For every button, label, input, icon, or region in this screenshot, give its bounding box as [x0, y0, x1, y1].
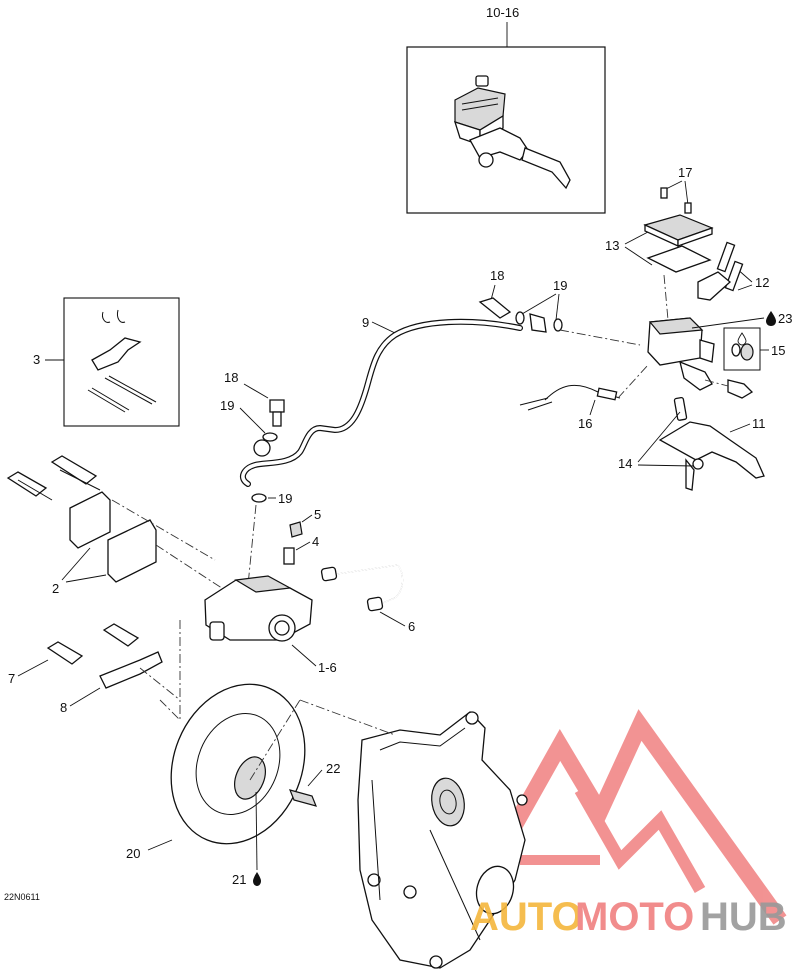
brake-hose-group: 9	[239, 315, 523, 487]
watermark-text: AUTO MOTO HUB	[470, 895, 787, 939]
callout-8: 8	[60, 700, 67, 715]
callout-20: 20	[126, 846, 140, 861]
line-fitting-lower	[366, 596, 384, 612]
callout-14: 14	[618, 456, 632, 471]
watermark-moto: MOTO	[575, 895, 694, 939]
bracket-bolt-upper	[102, 623, 140, 647]
callout-4: 4	[312, 534, 319, 549]
callout-13-group: 13	[605, 214, 714, 321]
caliper-group: 1-6	[204, 575, 337, 675]
callout-17-group: 17	[660, 165, 692, 214]
callout-19-mid: 19	[220, 398, 234, 413]
brake-disc	[170, 683, 306, 845]
brake-pad-inner	[107, 519, 157, 583]
master-cylinder-assembly-box	[406, 46, 606, 214]
sealing-washer-top-2	[553, 318, 563, 332]
retaining-clip-1	[102, 311, 111, 323]
chaincase-housing	[357, 711, 528, 969]
water-drop-icon	[737, 332, 747, 346]
callout-10-16-group: 10-16	[406, 5, 606, 214]
drawing-code: 22N0611	[4, 892, 40, 902]
callout-3-group: 3	[33, 297, 180, 427]
brake-lever	[658, 421, 765, 479]
callout-16-group: 16	[519, 364, 649, 431]
brake-line-group: 6	[320, 564, 415, 634]
bleeder-valve	[283, 547, 295, 565]
brake-lever-group: 11 14	[618, 396, 766, 491]
clamp-screw-lower	[724, 260, 744, 292]
callout-10-16: 10-16	[486, 5, 519, 20]
master-cylinder-assembly	[454, 75, 571, 190]
watermark-logo	[463, 709, 787, 925]
sealing-washer-top-1	[515, 311, 525, 325]
sealing-washer-low	[251, 493, 267, 503]
handlebar-clamp	[697, 271, 731, 301]
callout-9: 9	[362, 315, 369, 330]
callout-18-left: 18	[224, 370, 238, 385]
brake-light-switch	[596, 387, 618, 401]
callout-21: 21	[232, 872, 246, 887]
reservoir-diaphragm	[646, 245, 712, 273]
master-cylinder-group: 23 15	[647, 311, 792, 399]
callout-2: 2	[52, 581, 59, 596]
watermark-hub: HUB	[700, 895, 787, 939]
mount-bracket-group: 7 8	[8, 620, 181, 721]
pad-pin-1	[6, 471, 48, 497]
bracket-bolt-lower	[46, 641, 84, 665]
pad-pin-2	[50, 455, 98, 485]
callout-15: 15	[771, 343, 785, 358]
banjo-bolt-top	[478, 297, 512, 319]
callout-5: 5	[314, 507, 321, 522]
pad-hardware-box	[63, 297, 180, 427]
callout-12-group: 12	[697, 241, 769, 301]
callout-1-6: 1-6	[318, 660, 337, 675]
retaining-clip-2	[117, 309, 126, 323]
oil-drop-icon	[766, 311, 776, 326]
callout-22-group: 22	[288, 761, 340, 807]
callout-18-left-group: 18 19 19	[220, 370, 292, 586]
cover-screw-left	[660, 187, 668, 199]
callout-12: 12	[755, 275, 769, 290]
brake-pad-outer	[69, 491, 111, 549]
oil-drop-icon-2	[253, 872, 261, 886]
caliper-bracket	[99, 651, 163, 689]
callout-7: 7	[8, 671, 15, 686]
callout-16: 16	[578, 416, 592, 431]
callout-13: 13	[605, 238, 619, 253]
disc-key	[288, 789, 318, 807]
watermark-auto: AUTO	[470, 895, 583, 939]
callout-21-group: 21	[232, 791, 261, 887]
bleeder-cap	[289, 521, 303, 538]
callout-22: 22	[326, 761, 340, 776]
callout-6: 6	[408, 619, 415, 634]
line-fitting-upper	[320, 566, 338, 582]
clamp-screw-upper	[716, 241, 736, 273]
banjo-bolt-lower	[269, 399, 285, 413]
callout-18-top: 18	[490, 268, 504, 283]
pad-spring	[91, 337, 142, 371]
callout-3: 3	[33, 352, 40, 367]
brake-disc-group: 20	[126, 683, 306, 861]
bleeder-group: 5 4	[283, 507, 321, 565]
callout-18-top-group: 18 19	[478, 268, 641, 346]
callout-11: 11	[752, 416, 766, 431]
callout-19-low: 19	[278, 491, 292, 506]
callout-19-top: 19	[553, 278, 567, 293]
callout-17: 17	[678, 165, 692, 180]
sealing-washer-mid	[262, 432, 278, 442]
callout-23: 23	[778, 311, 792, 326]
cover-screw-right	[684, 202, 692, 214]
lever-nut	[692, 458, 704, 470]
brake-pads-group: 2	[6, 455, 241, 601]
